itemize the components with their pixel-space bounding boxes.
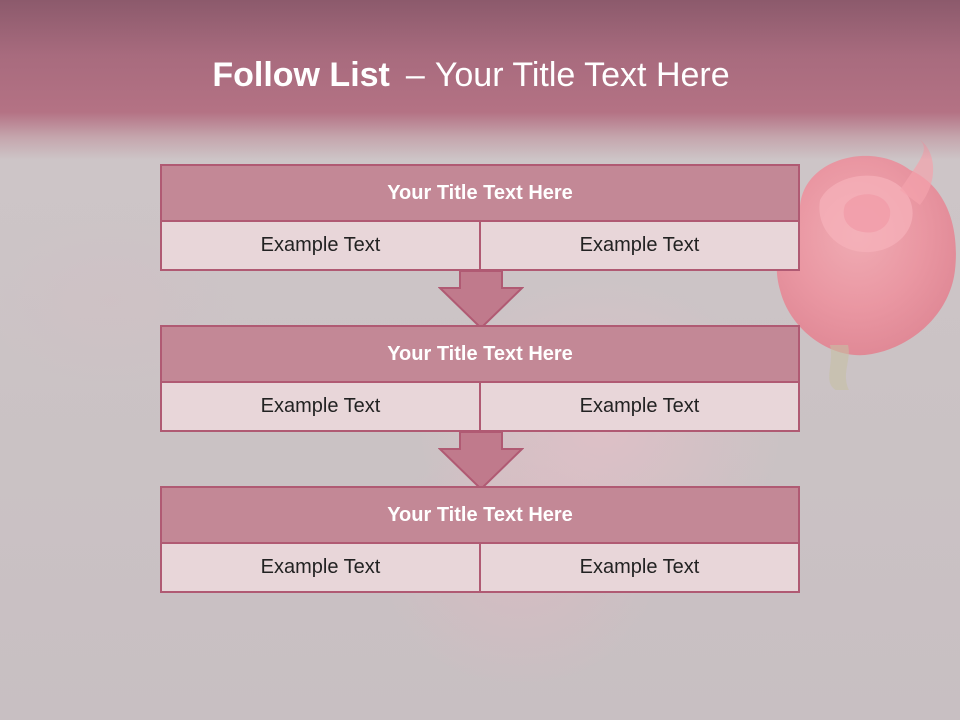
- block-row: Example Text Example Text: [162, 383, 798, 430]
- block-cell-right: Example Text: [479, 222, 798, 269]
- title-separator: –: [405, 56, 425, 94]
- list-block-1: Your Title Text Here Example Text Exampl…: [160, 164, 800, 271]
- slide-title: Follow List–Your Title Text Here: [0, 52, 942, 98]
- title-bold-part: Follow List: [212, 56, 390, 94]
- down-arrow-icon: [438, 431, 524, 491]
- block-title: Your Title Text Here: [162, 166, 798, 222]
- block-cell-left: Example Text: [260, 556, 381, 578]
- block-title: Your Title Text Here: [162, 327, 798, 383]
- rose-image: [776, 140, 956, 390]
- block-row: Example Text Example Text: [162, 222, 798, 269]
- block-cell-left: Example Text: [260, 234, 381, 256]
- title-rest-part: Your Title Text Here: [434, 56, 730, 94]
- block-title: Your Title Text Here: [162, 488, 798, 544]
- block-cell-left: Example Text: [260, 395, 381, 417]
- block-row: Example Text Example Text: [162, 544, 798, 591]
- down-arrow-icon: [438, 270, 524, 330]
- block-cell-right: Example Text: [479, 383, 798, 430]
- list-block-2: Your Title Text Here Example Text Exampl…: [160, 325, 800, 432]
- block-cell-right: Example Text: [479, 544, 798, 591]
- list-block-3: Your Title Text Here Example Text Exampl…: [160, 486, 800, 593]
- title-banner: [0, 0, 960, 160]
